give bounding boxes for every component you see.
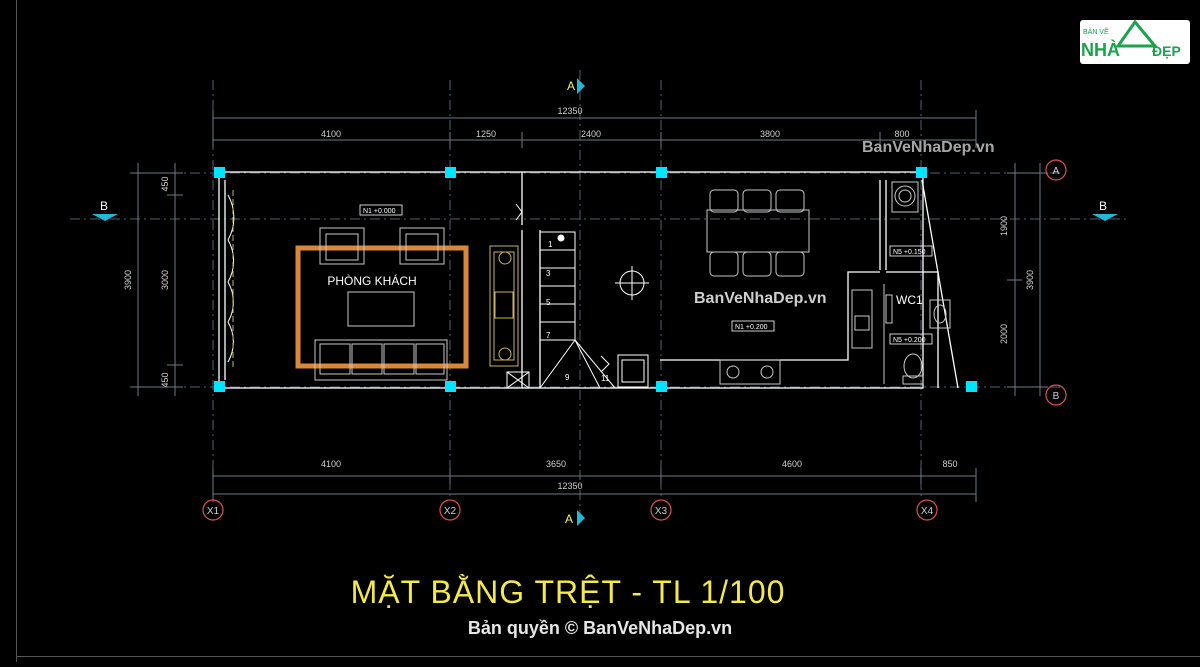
room-label-wc: WC1	[896, 293, 923, 307]
side-shelf	[489, 245, 519, 367]
front-doors	[227, 190, 235, 370]
dim-right-2: 2000	[999, 324, 1009, 344]
dim-top-1: 4100	[321, 129, 341, 139]
living-room-furniture	[295, 227, 469, 381]
section-b-right-arrow	[1092, 214, 1118, 221]
level-tag-boxes	[359, 204, 933, 345]
room-label-living: PHÒNG KHÁCH	[327, 273, 416, 288]
section-a-top-label: A	[567, 79, 575, 93]
kitchen-counter	[719, 289, 873, 385]
logo: BẢN VẼ NHÀ ĐẸP	[1080, 19, 1190, 64]
dim-top-2: 1250	[476, 129, 496, 139]
level-tag-dining: N1 +0.200	[735, 324, 768, 331]
stair-step-11: 11	[601, 374, 610, 383]
walls	[218, 171, 959, 389]
columns	[214, 167, 977, 392]
axis-label-b: B	[1053, 391, 1060, 402]
section-a-bottom-arrow	[577, 510, 585, 526]
watermark-center: BanVeNhaDep.vn	[694, 290, 826, 307]
staircase	[539, 231, 616, 389]
laundry-wc-fixtures	[883, 181, 951, 385]
dim-bottom-total: 12350	[557, 481, 582, 491]
logo-dep-text: ĐẸP	[1152, 43, 1181, 59]
level-tag-wc: N5 +0.200	[893, 337, 926, 344]
watermark-top: BanVeNhaDep.vn	[862, 139, 994, 156]
round-table	[615, 266, 649, 300]
entry-arrow-icon	[515, 203, 523, 221]
dim-top-4: 3800	[760, 129, 780, 139]
storage-box	[506, 371, 530, 389]
drawing-title: MẶT BẰNG TRỆT - TL 1/100	[351, 574, 786, 610]
axis-lines	[70, 70, 1130, 520]
section-b-left-label: B	[100, 199, 108, 213]
dim-top-3: 2400	[581, 129, 601, 139]
dim-left-total: 3900	[123, 270, 133, 290]
copyright-text: Bản quyền © BanVeNhaDep.vn	[468, 618, 732, 638]
section-a-bottom-label: A	[565, 512, 573, 526]
section-b-left-arrow	[92, 214, 118, 221]
dim-right-1: 1900	[999, 216, 1009, 236]
axis-label-x2: X2	[444, 506, 457, 517]
axis-label-x1: X1	[207, 506, 220, 517]
axis-label-a: A	[1053, 166, 1060, 177]
level-tag-laundry: N5 +0.150	[893, 249, 926, 256]
dim-left-1: 450	[160, 176, 170, 191]
dining-set	[706, 189, 810, 277]
stair-step-1: 1	[548, 240, 553, 249]
drawing-border-bottom	[16, 656, 1200, 657]
dimension-lines	[130, 110, 1048, 502]
stair-step-5: 5	[546, 298, 551, 307]
dim-right-total: 3900	[1025, 270, 1035, 290]
dim-bottom-1: 4100	[321, 459, 341, 469]
stair-arrow-icon	[600, 355, 610, 373]
dim-left-3: 450	[160, 372, 170, 387]
drawing-border-left	[16, 0, 17, 662]
section-b-right-label: B	[1099, 199, 1107, 213]
logo-nha-text: NHÀ	[1081, 39, 1120, 60]
dim-top-total: 12350	[557, 106, 582, 116]
fridge	[617, 354, 649, 388]
dim-left-2: 3000	[160, 270, 170, 290]
dim-bottom-4: 850	[942, 459, 957, 469]
stair-step-7: 7	[546, 331, 551, 340]
dim-bottom-3: 4600	[782, 459, 802, 469]
level-tag-living: N1 +0.000	[363, 208, 396, 215]
stair-step-9: 9	[565, 373, 570, 382]
section-a-top-arrow	[577, 78, 585, 94]
dim-bottom-2: 3650	[546, 459, 566, 469]
axis-label-x3: X3	[655, 506, 668, 517]
dim-top-5: 800	[894, 129, 909, 139]
logo-top-text: BẢN VẼ	[1083, 27, 1109, 36]
axis-label-x4: X4	[921, 506, 934, 517]
axis-bubbles	[202, 159, 1067, 521]
stair-step-3: 3	[546, 269, 551, 278]
